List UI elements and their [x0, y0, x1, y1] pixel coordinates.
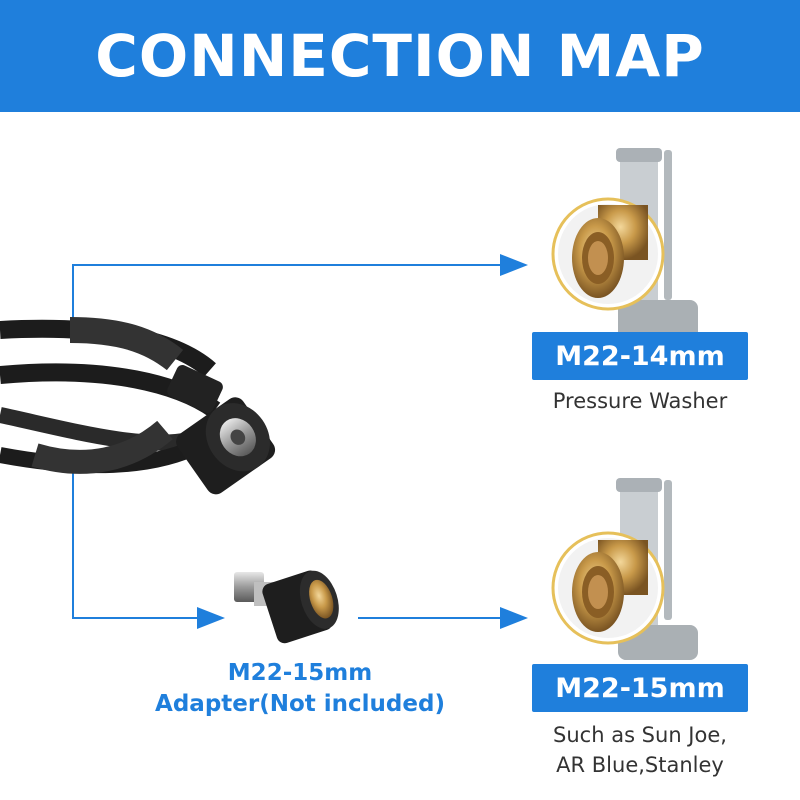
thread-size-badge: M22-15mm — [532, 664, 748, 712]
caption-line: Such as Sun Joe, — [553, 723, 727, 747]
arrow-icon — [500, 254, 528, 276]
target-caption: Pressure Washer — [520, 386, 760, 416]
adapter-size: M22-15mm — [227, 660, 373, 686]
brass-fitting-image — [551, 197, 665, 311]
arrow-icon — [197, 607, 225, 629]
hose-image — [0, 317, 276, 495]
adapter-image — [234, 570, 339, 644]
page-title: CONNECTION MAP — [95, 22, 705, 90]
brass-fitting-image — [551, 531, 665, 645]
adapter-note: Adapter(Not included) — [155, 691, 445, 717]
line-to-top-target — [72, 264, 505, 330]
title-banner: CONNECTION MAP — [0, 0, 800, 112]
target-caption: Such as Sun Joe, AR Blue,Stanley — [520, 720, 760, 780]
caption-line: AR Blue,Stanley — [556, 753, 724, 777]
connector-lines — [72, 264, 505, 619]
line-to-adapter — [72, 470, 202, 619]
caption-line: Pressure Washer — [552, 389, 728, 413]
adapter-label: M22-15mm Adapter(Not included) — [140, 658, 460, 720]
thread-size-badge: M22-14mm — [532, 332, 748, 380]
arrow-icon — [500, 607, 528, 629]
